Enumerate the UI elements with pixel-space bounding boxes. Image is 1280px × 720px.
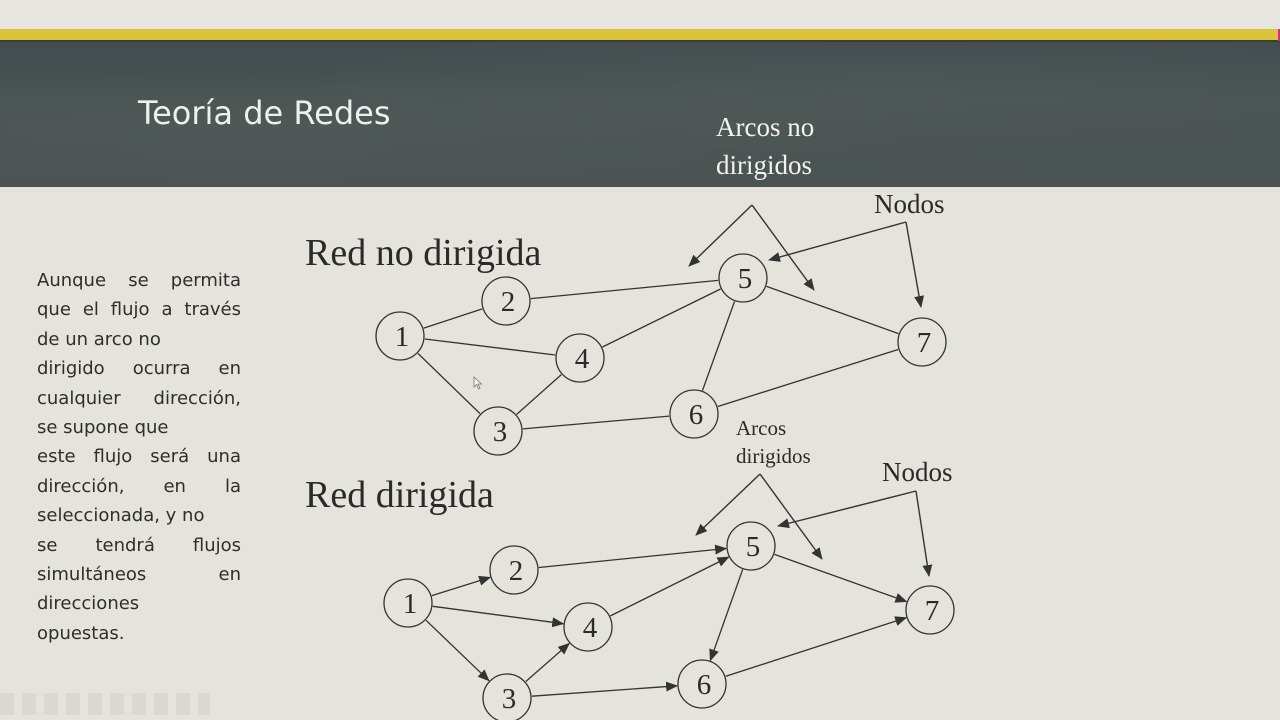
- directed-node-4: 4: [563, 602, 613, 652]
- accent-bar: [0, 29, 1280, 42]
- svg-text:7: 7: [925, 595, 940, 627]
- directed-arc-1-4: [432, 605, 565, 628]
- directed-arc-2-5: [538, 544, 728, 569]
- directed-node-7: 7: [905, 585, 955, 635]
- undirected-edges: [417, 279, 899, 430]
- directed-arc-1-2: [431, 575, 492, 597]
- undirected-node-6: 6: [669, 389, 719, 439]
- undirected-network-heading: Red no dirigida: [305, 232, 542, 274]
- paragraph-line: este flujo será una: [37, 446, 241, 468]
- undirected-node-5: 5: [718, 253, 768, 303]
- sidebar-paragraph: Aunque se permita que el flujo a través …: [37, 266, 241, 648]
- undirected-arc-3-4: [516, 374, 562, 415]
- svg-text:2: 2: [501, 286, 516, 318]
- undirected-arcs-label-line2: dirigidos: [716, 150, 813, 180]
- directed-nodes-label: Nodos: [882, 457, 953, 487]
- title-band: [0, 42, 1280, 187]
- svg-text:4: 4: [583, 612, 598, 644]
- paragraph-line: se tendrá flujos: [37, 534, 241, 556]
- directed-arc-6-7: [725, 616, 908, 677]
- undirected-arc-6-7: [717, 348, 899, 408]
- svg-text:2: 2: [509, 555, 524, 587]
- undirected-node-3: 3: [473, 406, 523, 456]
- paragraph-line: dirigido ocurra en: [37, 358, 241, 380]
- undirected-arcs-label-line1: Arcos no: [716, 112, 815, 142]
- paragraph-line: que el flujo a través: [37, 299, 241, 321]
- undirected-arc-1-2: [423, 308, 483, 329]
- undirected-node-1: 1: [375, 311, 425, 361]
- svg-text:6: 6: [697, 669, 712, 701]
- svg-text:1: 1: [395, 321, 410, 353]
- directed-network-heading: Red dirigida: [305, 474, 494, 516]
- undirected-arc-5-7: [766, 285, 899, 335]
- svg-text:5: 5: [738, 263, 753, 295]
- paragraph-line: seleccionada, y no: [37, 505, 205, 527]
- directed-arc-3-4: [525, 642, 570, 683]
- svg-text:6: 6: [689, 399, 704, 431]
- directed-node-2: 2: [489, 545, 539, 595]
- undirected-nodes-label: Nodos: [874, 189, 945, 219]
- undirected-annotation-arrows: [688, 204, 925, 308]
- svg-text:1: 1: [403, 588, 418, 620]
- undirected-arc-2-5: [530, 279, 719, 300]
- directed-arcs-label-line1: Arcos: [736, 416, 787, 440]
- paragraph-line: direcciones: [37, 593, 140, 615]
- directed-node-3: 3: [482, 673, 532, 720]
- directed-arc-1-3: [425, 619, 490, 682]
- undirected-arc-3-6: [522, 415, 670, 430]
- svg-text:4: 4: [575, 343, 590, 375]
- undirected-arc-1-3: [417, 352, 481, 415]
- directed-arc-4-5: [610, 556, 730, 617]
- directed-node-5: 5: [726, 521, 776, 571]
- undirected-node-4: 4: [555, 333, 605, 383]
- title-band-texture: [0, 42, 1280, 187]
- directed-arcs-label-line2: dirigidos: [736, 444, 811, 468]
- directed-edges: [425, 544, 908, 697]
- undirected-node-2: 2: [481, 276, 531, 326]
- paragraph-line: Aunque se permita: [37, 270, 241, 291]
- svg-text:7: 7: [917, 327, 932, 359]
- footer-ghost-text: [0, 693, 210, 715]
- undirected-nodes: 1 2 3 4 5 6 7: [375, 253, 947, 456]
- directed-nodes: 1 2 3 4 5 6 7: [383, 521, 955, 720]
- directed-node-6: 6: [677, 659, 727, 709]
- accent-edge: [1278, 29, 1280, 41]
- undirected-arc-5-6: [701, 301, 736, 391]
- paragraph-line: dirección, en la: [37, 475, 241, 497]
- directed-arc-5-7: [774, 553, 908, 603]
- svg-text:5: 5: [746, 531, 761, 563]
- top-strip: [0, 0, 1280, 29]
- accent-bar-shadow: [0, 40, 1280, 42]
- paragraph-line: se supone que: [37, 416, 169, 438]
- undirected-arc-1-4: [424, 338, 556, 356]
- paragraph-line: simultáneos en: [37, 563, 241, 585]
- directed-node-1: 1: [383, 578, 433, 628]
- paragraph-line: opuestas.: [37, 622, 125, 644]
- paragraph-line: de un arco no: [37, 328, 161, 350]
- directed-arc-3-6: [531, 681, 679, 697]
- directed-annotation-arrows: [695, 473, 933, 577]
- undirected-arc-4-5: [602, 288, 721, 348]
- directed-arc-5-6: [709, 569, 744, 662]
- svg-text:3: 3: [502, 683, 517, 715]
- svg-text:3: 3: [493, 416, 508, 448]
- paragraph-line: cualquier dirección,: [37, 387, 241, 409]
- undirected-node-7: 7: [897, 317, 947, 367]
- slide-title: Teoría de Redes: [138, 94, 391, 132]
